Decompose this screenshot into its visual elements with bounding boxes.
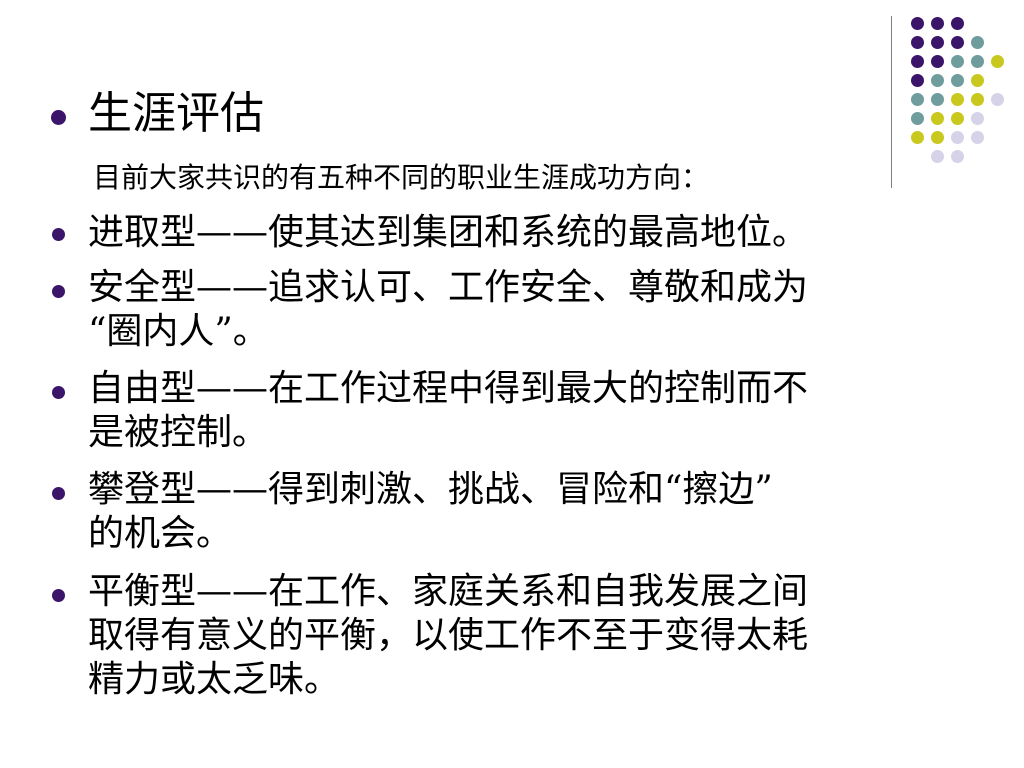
item-bullet-icon — [52, 386, 65, 399]
decorative-dot-icon — [911, 93, 924, 106]
list-item-3-line-1: 自由型——在工作过程中得到最大的控制而不 — [88, 368, 809, 409]
decorative-dot-icon — [931, 131, 944, 144]
decorative-dot-icon — [911, 131, 924, 144]
decorative-dot-icon — [971, 131, 984, 144]
decorative-dot-icon — [991, 93, 1004, 106]
slide-subtitle: 目前大家共识的有五种不同的职业生涯成功方向： — [93, 161, 710, 194]
item-bullet-icon — [52, 285, 65, 298]
list-item-5-line-1: 平衡型——在工作、家庭关系和自我发展之间 — [88, 571, 809, 612]
decorative-dot-icon — [971, 74, 984, 87]
decorative-dot-icon — [911, 17, 924, 30]
decorative-dot-icon — [951, 112, 964, 125]
list-item-1-line-1: 进取型——使其达到集团和系统的最高地位。 — [88, 212, 809, 253]
decorative-dot-icon — [931, 74, 944, 87]
list-item-4: 攀登型——得到刺激、挑战、冒险和“擦边” 的机会。 — [88, 468, 958, 556]
decorative-dot-icon — [931, 17, 944, 30]
decorative-dot-icon — [951, 150, 964, 163]
decorative-dot-icon — [971, 55, 984, 68]
list-item-4-line-2: 的机会。 — [88, 513, 233, 554]
list-item-3-line-2: 是被控制。 — [88, 412, 269, 453]
list-item-5-line-3: 精力或太乏味。 — [88, 659, 341, 700]
decorative-dot-icon — [931, 93, 944, 106]
list-item-2: 安全型——追求认可、工作安全、尊敬和成为 “圈内人”。 — [88, 266, 958, 354]
item-bullet-icon — [52, 487, 65, 500]
decorative-dot-icon — [951, 74, 964, 87]
decorative-dot-icon — [951, 17, 964, 30]
decorative-dot-icon — [971, 112, 984, 125]
decorative-dot-icon — [911, 112, 924, 125]
decorative-dot-icon — [911, 36, 924, 49]
decorative-dot-icon — [951, 36, 964, 49]
list-item-2-line-2: “圈内人”。 — [88, 311, 269, 352]
decorative-dot-icon — [931, 150, 944, 163]
slide-title: 生涯评估 — [88, 88, 264, 139]
decorative-dot-icon — [991, 55, 1004, 68]
decorative-dot-icon — [931, 112, 944, 125]
title-bullet-icon — [51, 110, 66, 125]
decorative-dot-icon — [911, 74, 924, 87]
list-item-4-line-1: 攀登型——得到刺激、挑战、冒险和“擦边” — [88, 469, 773, 510]
item-bullet-icon — [52, 589, 65, 602]
decorative-dot-icon — [951, 55, 964, 68]
list-item-3: 自由型——在工作过程中得到最大的控制而不 是被控制。 — [88, 367, 958, 455]
list-item-1: 进取型——使其达到集团和系统的最高地位。 — [88, 211, 958, 255]
decorative-dot-icon — [911, 55, 924, 68]
decorative-dot-icon — [971, 36, 984, 49]
decorative-dot-icon — [931, 55, 944, 68]
decorative-dot-icon — [971, 93, 984, 106]
decorative-dot-icon — [951, 93, 964, 106]
decorative-dot-icon — [931, 36, 944, 49]
list-item-2-line-1: 安全型——追求认可、工作安全、尊敬和成为 — [88, 267, 809, 308]
list-item-5-line-2: 取得有意义的平衡，以使工作不至于变得太耗 — [88, 615, 809, 656]
decorative-dot-icon — [951, 131, 964, 144]
divider-line — [891, 16, 892, 188]
item-bullet-icon — [52, 228, 65, 241]
list-item-5: 平衡型——在工作、家庭关系和自我发展之间 取得有意义的平衡，以使工作不至于变得太… — [88, 570, 958, 702]
